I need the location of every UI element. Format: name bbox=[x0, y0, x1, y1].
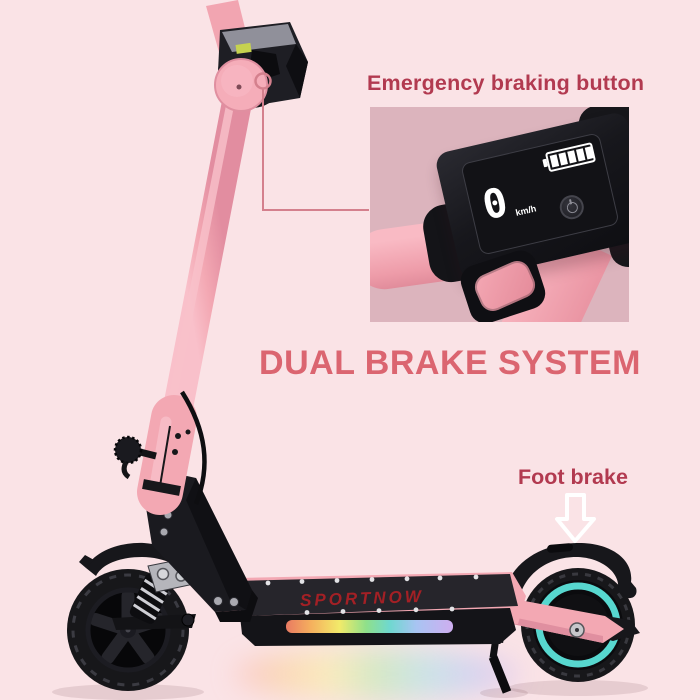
handlebar-top bbox=[206, 0, 308, 112]
callout-connector bbox=[254, 72, 369, 211]
battery-segments bbox=[549, 146, 595, 168]
led-floor-glow bbox=[235, 648, 520, 700]
speed-unit: km/h bbox=[514, 203, 538, 218]
speed-value: 0 bbox=[478, 179, 513, 230]
emergency-braking-label: Emergency braking button bbox=[367, 71, 645, 95]
rear-swingarm bbox=[498, 596, 624, 643]
foot-brake-label: Foot brake bbox=[518, 465, 628, 489]
sticker bbox=[235, 42, 252, 54]
deck: SPORTNOW bbox=[212, 572, 526, 646]
clamp-knob-arm bbox=[139, 448, 157, 460]
inset-panel: 0 km/h bbox=[370, 107, 629, 322]
deck-screws bbox=[265, 574, 479, 615]
down-arrow-icon bbox=[555, 493, 596, 543]
ground-shadows bbox=[52, 680, 648, 700]
stem bbox=[113, 51, 259, 515]
battery-terminal bbox=[542, 158, 549, 168]
stem-collar bbox=[137, 395, 197, 515]
brake-cable bbox=[180, 390, 207, 505]
power-glyph bbox=[565, 199, 579, 215]
deck-griptape bbox=[234, 574, 518, 616]
brand-logo: SPORTNOW bbox=[300, 587, 424, 610]
dual-brake-title: DUAL BRAKE SYSTEM bbox=[259, 344, 641, 382]
led-strip bbox=[286, 620, 453, 633]
clamp-knob bbox=[115, 437, 141, 463]
battery-icon bbox=[542, 142, 597, 173]
power-button-icon bbox=[557, 192, 587, 222]
